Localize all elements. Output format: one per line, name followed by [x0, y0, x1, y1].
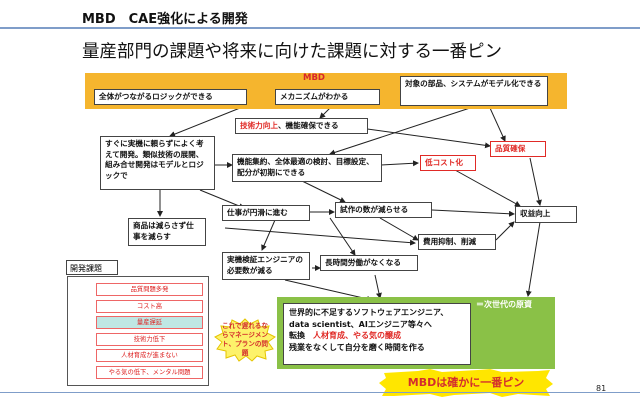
node-tech-up-red: 技術力向上: [240, 120, 278, 130]
issues-frame: [67, 276, 209, 386]
node-no-overtime: 長時間労働がなくなる: [320, 255, 418, 271]
mbd-label: MBD: [303, 73, 325, 83]
node-smooth-work-text: 仕事が円滑に進む: [227, 207, 288, 217]
nextgen-line1: 世界的に不足するソフトウェアエンジニア、: [289, 308, 449, 317]
issue-item: コスト高: [96, 300, 203, 313]
node-smooth-work: 仕事が円滑に進む: [222, 205, 310, 221]
node-profit-up: 収益向上: [515, 206, 577, 223]
node-product-work: 商品は減らさず仕事を減らす: [128, 218, 206, 246]
node-function-integration-text: 機能集約、全体最適の検討、目標設定、配分が初期にできる: [237, 157, 374, 177]
box-parts-model: 対象の部品、システムがモデル化できる: [400, 76, 548, 106]
node-quality: 品質確保: [490, 141, 546, 157]
footer-rule: [0, 392, 640, 393]
issues-label: 開発課題: [66, 260, 118, 275]
node-cost-reduction: 費用抑制、削減: [418, 234, 496, 250]
nextgen-box: 世界的に不足するソフトウェアエンジニア、 data scientist、AIエン…: [283, 303, 471, 365]
nextgen-line2: data scientist、AIエンジニア等々へ: [289, 319, 432, 329]
node-quality-text: 品質確保: [495, 143, 526, 153]
box-mechanism-text: メカニズムがわかる: [280, 91, 349, 101]
node-function-integration: 機能集約、全体最適の検討、目標設定、配分が初期にできる: [232, 154, 382, 182]
nextgen-line4: 残業をなくして自分を磨く時間を作る: [289, 342, 425, 352]
box-logic-text: 全体がつながるロジックができる: [99, 91, 213, 101]
issue-item: 人材育成が進まない: [96, 349, 203, 362]
page-number: 81: [596, 384, 607, 393]
nextgen-line3-pre: 転換: [289, 331, 313, 340]
banner-burst: [379, 369, 553, 397]
node-tech-up: 技術力向上、機能確保できる: [235, 118, 368, 134]
nextgen-label: ＝次世代の原資: [476, 300, 532, 309]
node-cost-reduction-text: 費用抑制、削減: [423, 236, 477, 246]
banner-text: MBDは確かに一番ピン: [407, 376, 525, 389]
node-profit-up-text: 収益向上: [520, 209, 551, 219]
callout-text: これで遅れるならマネージメント、プランの問題: [221, 322, 269, 357]
node-no-overtime-text: 長時間労働がなくなる: [325, 257, 401, 267]
node-product-work-text: 商品は減らさず仕事を減らす: [133, 221, 194, 241]
issue-item: 技術力低下: [96, 333, 203, 346]
node-low-cost-text: 低コスト化: [425, 157, 463, 167]
box-parts-model-text: 対象の部品、システムがモデル化できる: [405, 79, 542, 88]
box-logic: 全体がつながるロジックができる: [94, 89, 247, 105]
nextgen-line3-red: 人材育成、やる気の醸成: [313, 331, 401, 340]
node-fewer-trials-text: 試作の数が減らせる: [340, 204, 409, 214]
section-title: MBD CAE強化による開発: [82, 12, 248, 27]
node-tech-up-rest: 、機能確保できる: [277, 120, 339, 130]
header-rule: [0, 27, 640, 29]
node-no-real-dependence: すぐに実機に頼らずによく考えて開発。類似技術の展開、組み合せ開発はモデルとロジッ…: [100, 136, 215, 190]
node-fewer-trials: 試作の数が減らせる: [335, 202, 432, 218]
node-low-cost: 低コスト化: [420, 155, 476, 171]
issue-item: 品質問題多発: [96, 283, 203, 296]
callout-burst: [214, 318, 276, 362]
node-no-real-dependence-text: すぐに実機に頼らずによく考えて開発。類似技術の展開、組み合せ開発はモデルとロジッ…: [105, 139, 204, 180]
issue-item-highlighted: 量産遅延: [96, 316, 203, 329]
box-mechanism: メカニズムがわかる: [275, 89, 380, 105]
issue-item: やる気の低下、メンタル問題: [96, 366, 203, 379]
node-fewer-engineers-text: 実機検証エンジニアの必要数が減る: [227, 255, 303, 275]
node-fewer-engineers: 実機検証エンジニアの必要数が減る: [222, 252, 310, 280]
page-title: 量産部門の課題や将来に向けた課題に対する一番ピン: [82, 42, 502, 62]
nextgen-line3: 転換 人材育成、やる気の醸成: [289, 330, 465, 342]
